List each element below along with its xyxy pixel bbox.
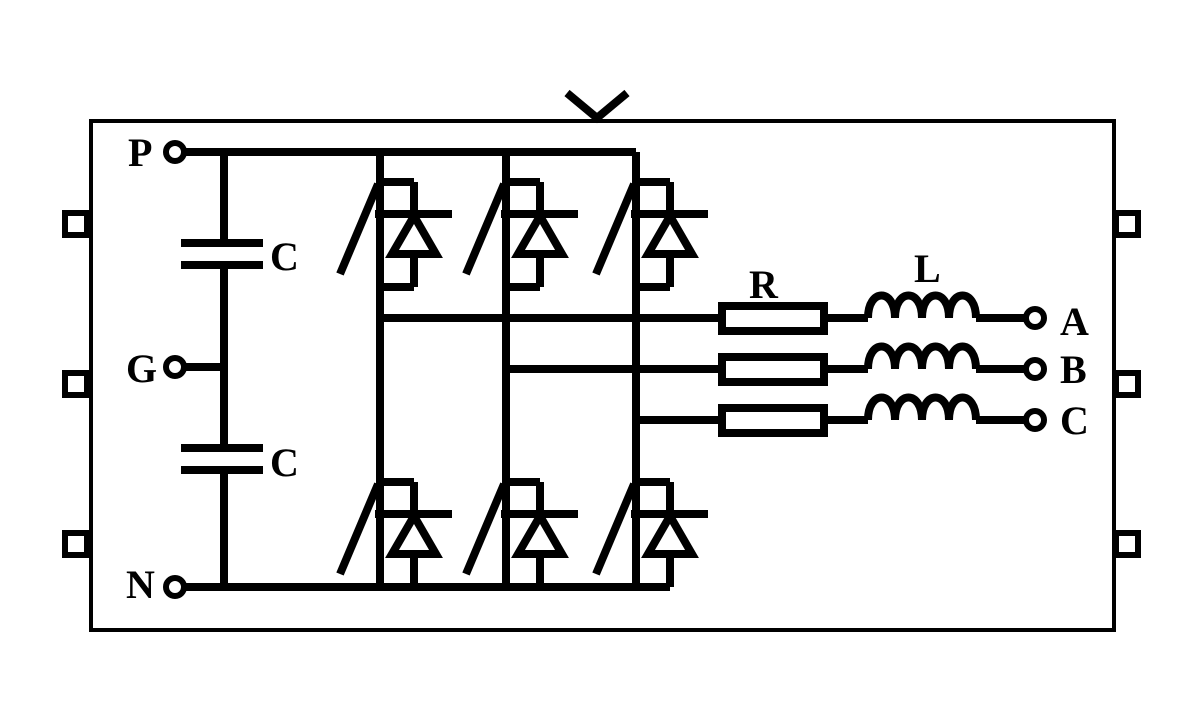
resistor-label: R	[749, 262, 779, 307]
switch-lower-a	[340, 452, 452, 587]
output-terminal-a[interactable]	[1023, 306, 1047, 330]
inductor-c	[864, 393, 980, 421]
output-label-a: A	[1060, 299, 1089, 344]
left-port-2[interactable]	[62, 370, 90, 398]
left-port-3[interactable]	[62, 530, 90, 558]
right-port-3[interactable]	[1113, 530, 1141, 558]
output-terminal-c[interactable]	[1023, 408, 1047, 432]
terminal-label-n: N	[126, 562, 155, 607]
inductor-a	[864, 291, 980, 319]
resistor-b	[718, 353, 828, 386]
inductor-label: L	[914, 246, 941, 291]
output-label-c: C	[1060, 398, 1089, 443]
switch-upper-a	[340, 152, 452, 287]
capacitor-label-1: C	[270, 234, 299, 279]
terminal-n[interactable]	[163, 575, 187, 599]
switch-lower-c	[596, 452, 708, 587]
resistor-a	[718, 302, 828, 335]
switch-upper-c	[596, 152, 708, 287]
output-label-b: B	[1060, 347, 1087, 392]
switch-upper-b	[466, 152, 578, 287]
right-port-2[interactable]	[1113, 370, 1141, 398]
capacitor-label-2: C	[270, 440, 299, 485]
left-ports	[62, 210, 90, 558]
terminal-p[interactable]	[163, 140, 187, 164]
switch-lower-b	[466, 452, 578, 587]
output-terminal-b[interactable]	[1023, 357, 1047, 381]
terminal-label-p: P	[128, 130, 152, 175]
capacitor-stack	[181, 152, 263, 587]
terminal-label-g: G	[126, 346, 157, 391]
block-chevron-icon	[564, 89, 630, 124]
terminal-g[interactable]	[163, 355, 187, 379]
left-port-1[interactable]	[62, 210, 90, 238]
right-ports	[1113, 210, 1141, 558]
resistor-c	[718, 404, 828, 437]
right-port-1[interactable]	[1113, 210, 1141, 238]
inductor-b	[864, 342, 980, 370]
